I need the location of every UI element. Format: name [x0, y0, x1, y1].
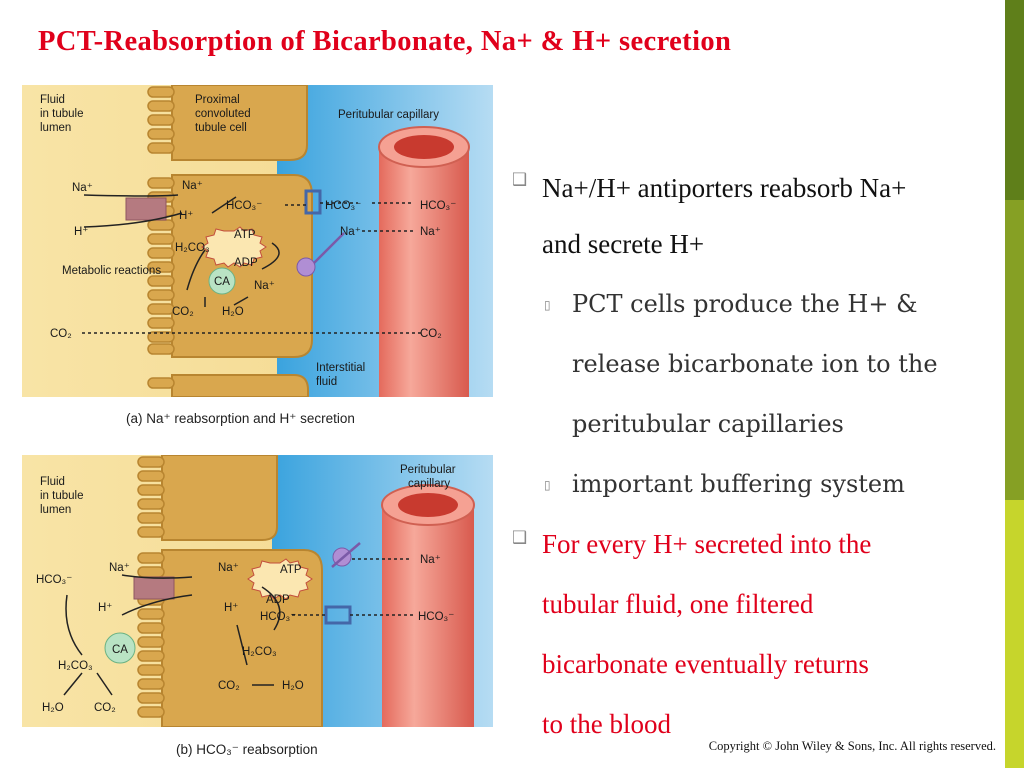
adp-b-label: ADP	[266, 594, 290, 606]
bullet-3-line-1: important buffering system	[572, 470, 905, 498]
na-pump-arrow-a	[313, 232, 345, 264]
cell-top-b	[161, 455, 278, 541]
bullet-marker-2: ▯	[544, 298, 551, 312]
na-cap-b-label: Na⁺	[420, 554, 441, 566]
h2o-lumen-b-label: H₂O	[42, 702, 64, 714]
na-cell-b-label: Na⁺	[218, 562, 239, 574]
lumen-label-2: in tubule	[40, 108, 83, 120]
hco3-cap-label: HCO₃⁻	[420, 200, 456, 212]
cell-label-2: convoluted	[195, 108, 251, 120]
h-cell-b-label: H⁺	[224, 602, 238, 614]
sidebar-stripe-light	[1005, 500, 1024, 768]
sidebar-stripe-mid	[1005, 200, 1024, 500]
lumen-label-1: Fluid	[40, 94, 65, 106]
arrows-a	[82, 194, 422, 334]
sidebar-decoration	[1005, 0, 1024, 768]
h2co3-cell-b-label: H₂CO₃	[242, 646, 277, 658]
atp-label: ATP	[234, 229, 256, 241]
h2o-cell-b-label: H₂O	[282, 680, 304, 692]
cell-label-3: tubule cell	[195, 122, 247, 134]
figure-b-caption: (b) HCO₃⁻ reabsorption	[176, 742, 318, 757]
ca-b-label: CA	[112, 644, 128, 656]
na-lumen-label: Na⁺	[72, 182, 93, 194]
na-cap-label: Na⁺	[420, 226, 441, 238]
co2-right-label: CO₂	[420, 328, 442, 340]
capillary-label: Peritubular capillary	[338, 109, 439, 121]
h2o-label: H₂O	[222, 306, 244, 318]
na-lumen-b-label: Na⁺	[109, 562, 130, 574]
capillary-tube	[379, 147, 469, 397]
hco3-int-label: HCO₃⁻	[325, 200, 361, 212]
cell-bottom	[171, 374, 309, 397]
co2-lumen-label: CO₂	[50, 328, 72, 340]
figure-a-caption: (a) Na⁺ reabsorption and H⁺ secretion	[126, 411, 355, 426]
arrows-b	[63, 558, 414, 696]
bullet-marker-4: ❑	[512, 528, 528, 548]
hco3-transporter-a	[304, 189, 322, 215]
copyright-notice: Copyright © John Wiley & Sons, Inc. All …	[708, 739, 996, 753]
metabolic-label: Metabolic reactions	[62, 265, 161, 277]
ca-enzyme-b	[104, 632, 136, 664]
atp-burst-a	[201, 226, 267, 268]
h2co3-lumen-b-label: H₂CO₃	[58, 660, 93, 672]
adp-label: ADP	[234, 257, 258, 269]
h-lumen-b-label: H⁺	[98, 602, 112, 614]
bullet-2-line-1: PCT cells produce the H+ &	[572, 290, 918, 318]
h2co3-label: H₂CO₃	[175, 242, 210, 254]
antiporter-a	[125, 197, 167, 221]
co2-lumen-b-label: CO₂	[94, 702, 116, 714]
hco3-lumen-b-label: HCO₃⁻	[36, 574, 72, 586]
slide-title: PCT-Reabsorption of Bicarbonate, Na+ & H…	[38, 26, 732, 57]
ca-enzyme-a	[208, 267, 236, 295]
bullet-4-line-3: bicarbonate eventually returns	[542, 649, 869, 679]
interstitial-label-1: Interstitial	[316, 362, 365, 374]
lumen-b-label-1: Fluid	[40, 476, 65, 488]
lumen-b-label-3: lumen	[40, 504, 71, 516]
bullet-4-line-4: to the blood	[542, 709, 671, 739]
cell-main	[171, 174, 313, 358]
hco3-cap-b-label: HCO₃⁻	[418, 611, 454, 623]
capillary-b-label-1: Peritubular	[400, 464, 456, 476]
figure-b-diagram: Fluid in tubule lumen Peritubular capill…	[22, 455, 493, 727]
capillary-lumen	[394, 135, 454, 159]
cell-label-1: Proximal	[195, 94, 240, 106]
bullet-1-line-2: and secrete H+	[542, 229, 705, 259]
bullet-marker-3: ▯	[544, 478, 551, 492]
ca-label: CA	[214, 276, 230, 288]
interstitial-label-2: fluid	[316, 376, 337, 388]
cell-top	[171, 85, 308, 161]
bullet-2-line-2: release bicarbonate ion to the	[572, 350, 938, 378]
lumen-b-label-2: in tubule	[40, 490, 83, 502]
antiporter-b	[133, 576, 175, 600]
bullet-2-line-3: peritubular capillaries	[572, 410, 844, 438]
bullet-marker-1: ❑	[512, 170, 528, 190]
capillary-b-label-2: capillary	[408, 478, 450, 490]
h-lumen-label: H⁺	[74, 226, 88, 238]
co2-cell-label: CO₂	[172, 306, 194, 318]
bullet-4-line-2: tubular fluid, one filtered	[542, 589, 814, 619]
na-pump-a	[296, 257, 316, 277]
h-cell-label: H⁺	[179, 210, 193, 222]
atp-b-label: ATP	[280, 564, 302, 576]
lumen-label-3: lumen	[40, 122, 71, 134]
na-cell-label: Na⁺	[182, 180, 203, 192]
co2-cell-b-label: CO₂	[218, 680, 240, 692]
capillary-lumen-b	[398, 493, 458, 517]
bullet-1-line-1: Na+/H+ antiporters reabsorb Na+	[542, 173, 907, 203]
hco3-cell-label: HCO₃⁻	[226, 200, 262, 212]
na-bottom-label: Na⁺	[254, 280, 275, 292]
bullet-4-line-1: For every H+ secreted into the	[542, 529, 872, 559]
na-pump-arrow-b	[331, 542, 361, 568]
capillary-tube-b	[382, 505, 474, 727]
sidebar-stripe-dark	[1005, 0, 1024, 200]
hco3-cell-b-label: HCO₃⁻	[260, 611, 296, 623]
figure-a-diagram: Fluid in tubule lumen Proximal convolute…	[22, 85, 493, 397]
na-int-label: Na⁺	[340, 226, 361, 238]
